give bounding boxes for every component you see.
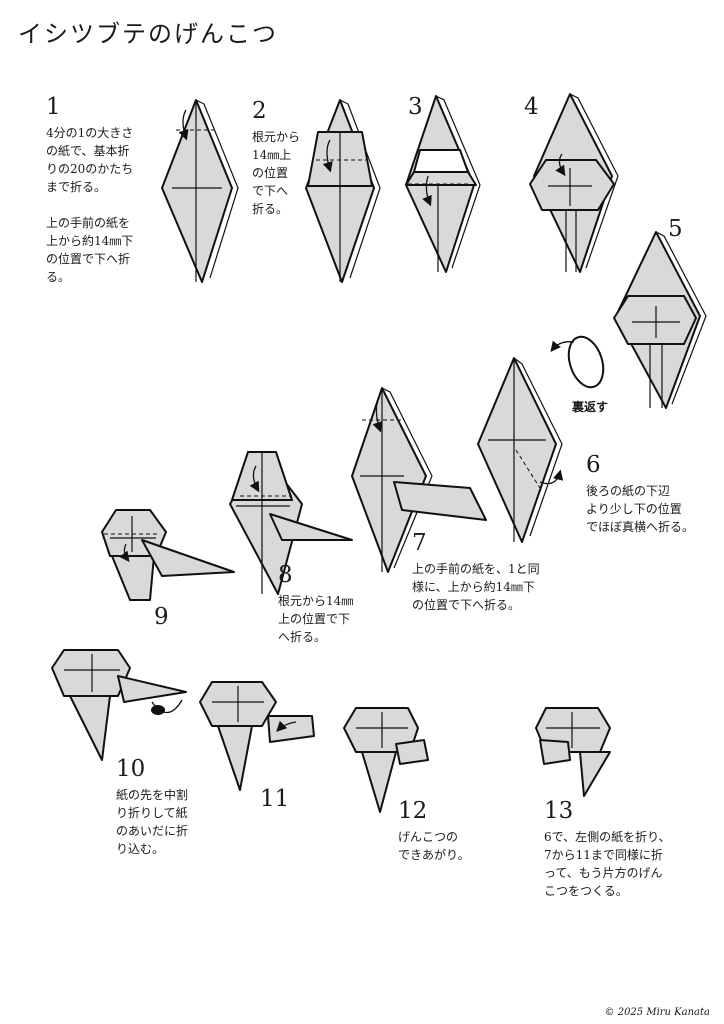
step-12-figure — [343, 707, 429, 813]
step-7-figure — [351, 387, 487, 573]
step-10-text: 紙の先を中割 り折りして紙 のあいだに折 り込む。 — [116, 788, 189, 856]
step-13-number: 13 — [544, 798, 574, 824]
step-3-figure — [405, 95, 481, 273]
step-4-number: 4 — [524, 94, 539, 120]
turn-over-label: 裏返す — [572, 400, 609, 414]
copyright-notice: © 2025 Miru Kanata — [604, 1007, 710, 1018]
step-8-figure — [229, 451, 353, 595]
step-7-number: 7 — [412, 530, 427, 556]
step-8-text: 根元から14㎜ 上の位置で下 へ折る。 — [278, 594, 354, 644]
step-9-number: 9 — [154, 604, 169, 630]
step-10-number: 10 — [116, 756, 146, 782]
step-1-number: 1 — [46, 94, 61, 120]
step-13-text: 6で、左側の紙を折り、 7から11まで同様に折 って、もう片方のげん こつをつく… — [544, 830, 671, 898]
step-13-figure — [535, 707, 611, 797]
step-6-number: 6 — [586, 452, 601, 478]
step-4-figure — [529, 93, 619, 273]
turn-over-arrow-icon — [550, 335, 605, 389]
step-6-figure — [477, 357, 564, 543]
step-2-figure — [305, 99, 381, 283]
step-11-number: 11 — [260, 786, 290, 812]
step-9-figure — [101, 509, 235, 601]
step-12-number: 12 — [398, 798, 428, 824]
page-title: イシツブテのげんこつ — [18, 20, 278, 48]
step-7-text: 上の手前の紙を、1と同 様に、上から約14㎜下 の位置で下へ折る。 — [412, 562, 540, 612]
step-2-text: 根元から 14㎜上 の位置 で下へ 折る。 — [252, 130, 301, 216]
step-8-number: 8 — [278, 562, 293, 588]
step-2-number: 2 — [252, 98, 267, 124]
step-5-figure — [613, 231, 707, 409]
step-1-figure — [161, 99, 239, 283]
step-12-text: げんこつの できあがり。 — [398, 830, 470, 862]
step-6-text: 後ろの紙の下辺 より少し下の位置 でほぼ真横へ折る。 — [586, 484, 695, 534]
step-5-number: 5 — [668, 216, 683, 242]
step-3-number: 3 — [408, 94, 423, 120]
step-11-figure — [199, 681, 315, 791]
step-1-text: 4分の1の大きさ の紙で、基本折 りの20のかたち まで折る。 上の手前の紙を … — [46, 126, 134, 284]
step-10-figure — [51, 649, 187, 761]
